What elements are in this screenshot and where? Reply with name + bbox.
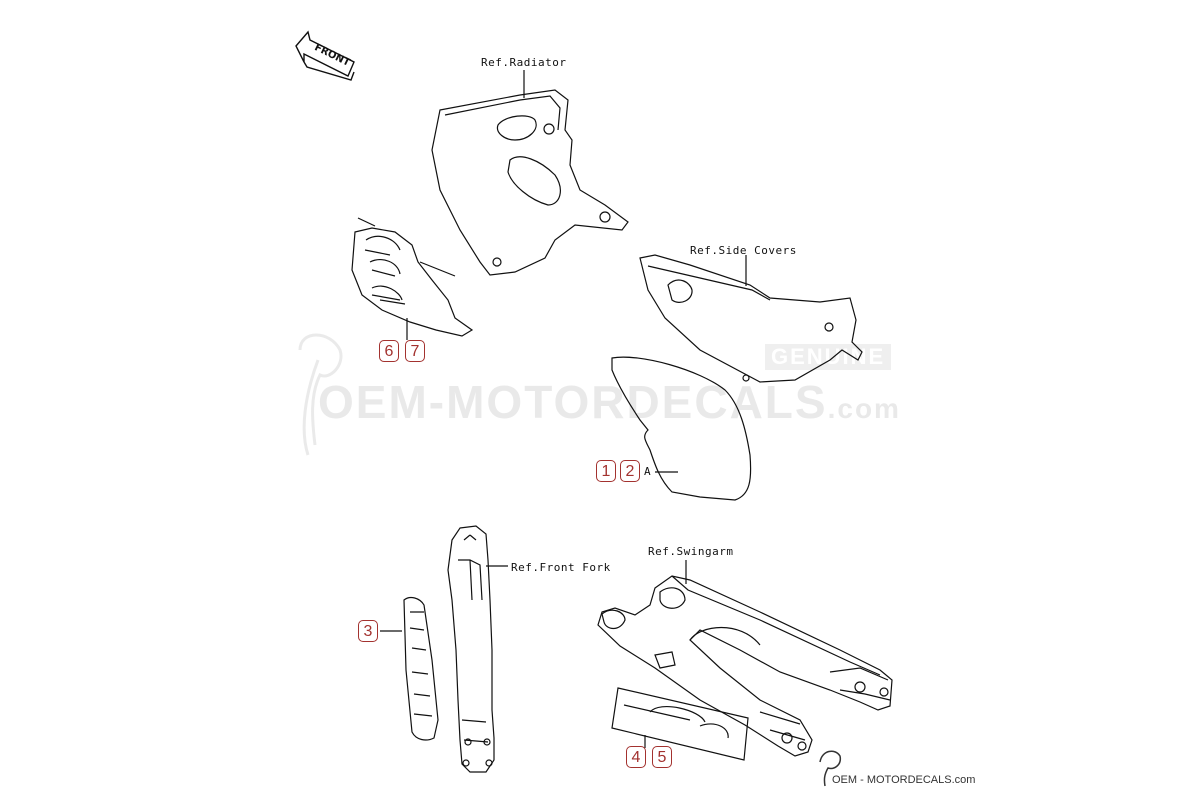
fork-guard: [447, 525, 495, 773]
label-point-a: A: [644, 465, 652, 478]
radiator-shroud: [431, 89, 629, 276]
side-cover: [639, 254, 863, 383]
watermark-badge: GENUINE: [765, 344, 892, 370]
callout-6[interactable]: 6: [379, 340, 399, 362]
footer-logo-icon: [819, 750, 842, 787]
front-arrow-icon: [295, 30, 355, 81]
callout-3[interactable]: 3: [358, 620, 378, 642]
label-ref-front-fork: Ref.Front Fork: [511, 561, 611, 574]
label-ref-side-covers: Ref.Side Covers: [690, 244, 797, 257]
callout-5[interactable]: 5: [652, 746, 672, 768]
swingarm: [597, 575, 893, 757]
number-plate: [611, 356, 752, 501]
callout-7[interactable]: 7: [405, 340, 425, 362]
footer-watermark: OEM - MOTORDECALS.com: [832, 774, 976, 786]
watermark-text: OEM-MOTORDECALS.com: [318, 376, 901, 428]
callout-1[interactable]: 1: [596, 460, 616, 482]
shroud-decal: [351, 217, 474, 337]
fork-decal: [403, 596, 439, 741]
swingarm-decal: [611, 687, 749, 761]
label-ref-radiator: Ref.Radiator: [481, 56, 567, 69]
watermark-logo-icon: [298, 333, 343, 456]
callout-4[interactable]: 4: [626, 746, 646, 768]
callout-2[interactable]: 2: [620, 460, 640, 482]
label-ref-swingarm: Ref.Swingarm: [648, 545, 734, 558]
